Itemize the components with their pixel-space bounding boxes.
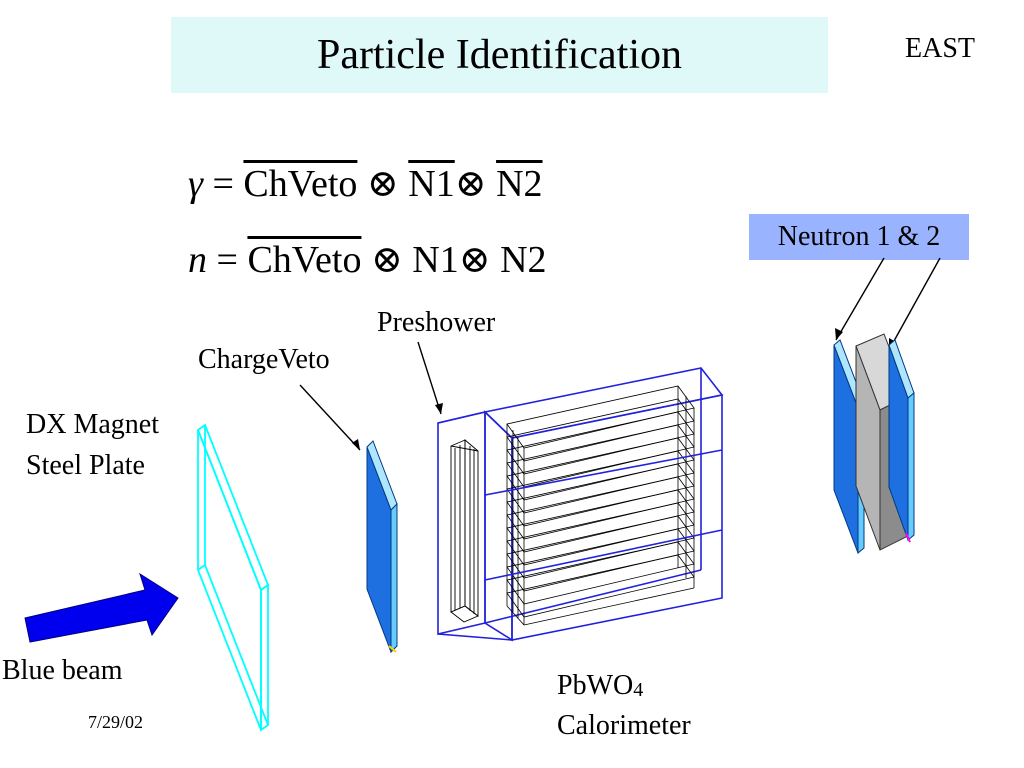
preshower-module [450, 439, 479, 623]
neutron-detector-2 [888, 339, 915, 543]
tensor-operator: ⊗ [454, 163, 497, 205]
preshower-arrowhead [435, 403, 443, 414]
chargeveto-label: ChargeVeto [198, 344, 330, 375]
n-symbol: n [188, 239, 207, 281]
neutron-label: Neutron 1 & 2 [777, 221, 941, 252]
n2-term: N2 [496, 163, 543, 205]
n2-term: N2 [500, 239, 547, 281]
calorimeter-crystals [506, 385, 695, 626]
equals-sign: = [207, 239, 248, 281]
pbwo-text: PbWO [557, 670, 634, 701]
chveto-term: ChVeto [243, 163, 358, 205]
chargeveto-panel [366, 440, 398, 654]
neutron-label-box: Neutron 1 & 2 [749, 214, 969, 260]
blue-beam-label: Blue beam [2, 655, 123, 686]
dx-magnet-label: DX Magnet [26, 409, 159, 440]
preshower-leader [417, 341, 442, 415]
chargeveto-leader [299, 384, 361, 451]
chveto-term: ChVeto [247, 239, 362, 281]
preshower-label: Preshower [377, 307, 496, 338]
neutron1-arrowhead [835, 328, 843, 340]
tensor-operator: ⊗ [458, 239, 501, 281]
steel-plate-label: Steel Plate [26, 450, 145, 481]
neutron-equation: n = ChVeto ⊗ N1⊗ N2 [188, 238, 547, 282]
gamma-equation: γ = ChVeto ⊗ N1⊗ N2 [188, 162, 543, 206]
calorimeter-inner-edges [484, 449, 723, 581]
neutron1-leader [835, 257, 885, 341]
calorimeter-label: Calorimeter [557, 710, 691, 741]
leader-lines [299, 257, 941, 451]
chargeveto-arrowhead [352, 439, 360, 450]
tensor-operator: ⊗ [357, 163, 409, 205]
title-box: Particle Identification [171, 17, 828, 93]
n1-term: N1 [412, 239, 459, 281]
steel-plate [196, 423, 270, 732]
calorimeter-outline [437, 367, 724, 642]
neutron2-leader [888, 257, 941, 351]
gamma-symbol: γ [188, 163, 203, 205]
slide-date: 7/29/02 [88, 712, 144, 732]
n1-term: N1 [408, 163, 455, 205]
slide-title: Particle Identification [316, 32, 683, 78]
corner-label: EAST [905, 33, 975, 64]
tensor-operator: ⊗ [361, 239, 413, 281]
pbwo4-label: PbWO4 [557, 669, 643, 705]
subscript-4: 4 [633, 679, 644, 701]
beam-arrow [24, 572, 179, 643]
equals-sign: = [202, 163, 244, 205]
